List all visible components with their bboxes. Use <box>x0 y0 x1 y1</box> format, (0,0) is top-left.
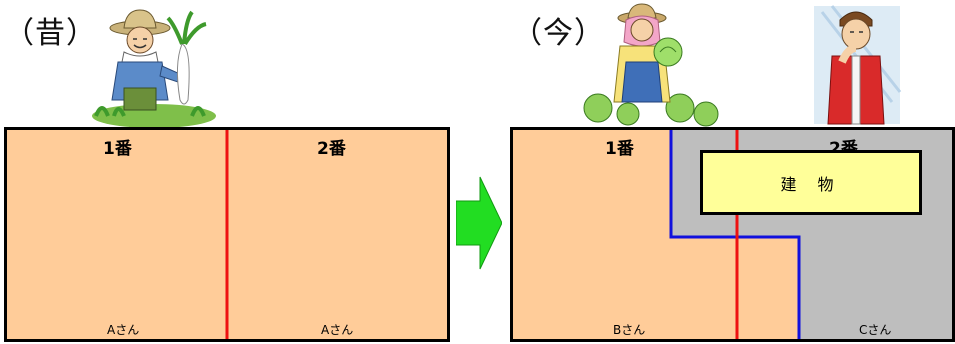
lot-1-area <box>7 130 227 339</box>
present-land-panel: 1番 2番 建 物 Bさん Cさん <box>510 127 955 342</box>
building: 建 物 <box>700 150 922 215</box>
man-in-red-jacket-icon <box>812 2 902 126</box>
woman-farmer-with-cabbage-icon <box>580 2 720 128</box>
past-lot-2-owner: Aさん <box>321 321 353 338</box>
past-title: （昔） <box>4 8 97 52</box>
past-land-panel: 1番 2番 Aさん Aさん <box>4 127 450 342</box>
right-arrow-icon <box>456 175 502 271</box>
present-lot-1-label: 1番 <box>605 134 634 159</box>
owner-c-label: Cさん <box>859 321 891 338</box>
past-lot-2-label: 2番 <box>317 134 346 159</box>
past-lot-1-label: 1番 <box>103 134 132 159</box>
lot-2-area <box>227 130 447 339</box>
old-farmer-with-radish-icon <box>88 4 220 128</box>
owner-b-label: Bさん <box>613 321 645 338</box>
past-lot-map <box>7 130 447 339</box>
building-label: 建 物 <box>780 171 841 195</box>
past-lot-1-owner: Aさん <box>107 321 139 338</box>
